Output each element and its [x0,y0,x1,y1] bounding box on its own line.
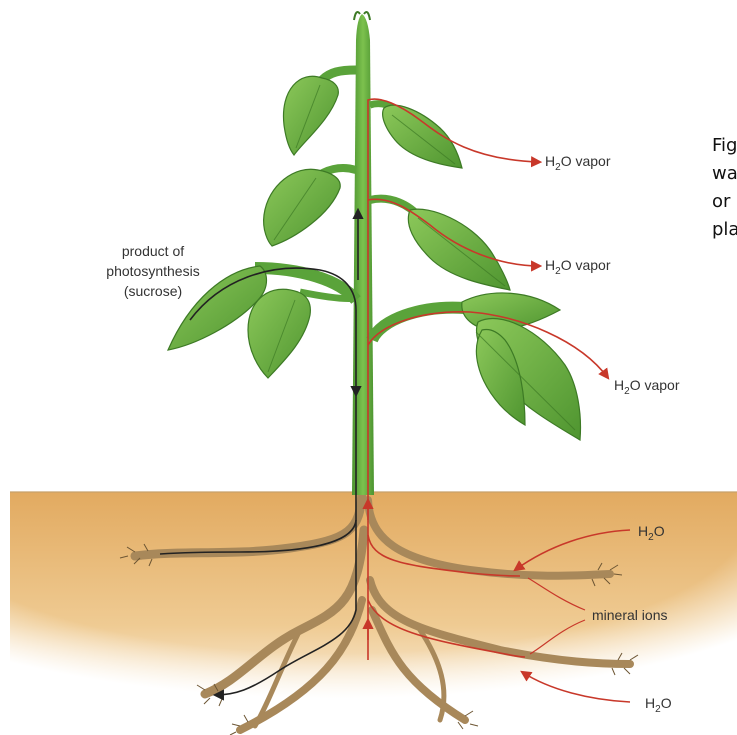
label-product-of-photosynthesis: product of photosynthesis (sucrose) [106,243,199,299]
leaves [168,76,580,440]
svg-text:product of: product of [122,243,184,259]
caption-line-3: or [712,188,737,216]
svg-text:(sucrose): (sucrose) [124,283,182,299]
label-h2o-vapor-3: H2O vapor [614,377,680,397]
caption-line-1: Fig [712,132,737,160]
caption-line-4: pla [712,216,737,244]
svg-text:photosynthesis: photosynthesis [106,263,199,279]
label-mineral-ions: mineral ions [592,607,667,623]
label-h2o-vapor-1: H2O vapor [545,153,611,173]
caption-line-2: wa [712,160,737,188]
label-h2o-vapor-2: H2O vapor [545,257,611,277]
figure-caption-fragment: Fig wa or pla [712,132,737,244]
